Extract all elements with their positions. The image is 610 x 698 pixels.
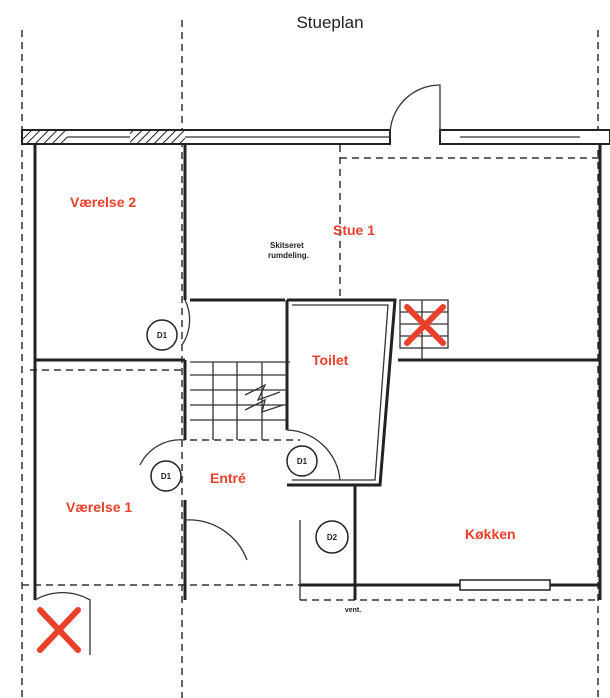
room-label-vaerelse2: Værelse 2 [70, 194, 136, 210]
partition-note-line1: Skitseret [270, 241, 304, 250]
door-tag-toilet: D1 [286, 445, 318, 477]
room-label-stue1: Stue 1 [333, 222, 375, 238]
room-label-vaerelse1: Værelse 1 [66, 499, 132, 515]
svg-text:D1: D1 [161, 472, 172, 481]
door-tag-vaerelse1: D1 [150, 460, 182, 492]
svg-text:D1: D1 [297, 457, 308, 466]
walls [21, 84, 610, 655]
vent-label: vent. [345, 607, 361, 614]
room-label-kokken: Køkken [465, 526, 516, 542]
door-tag-kitchen: D2 [315, 520, 349, 554]
svg-text:D2: D2 [327, 533, 338, 542]
red-x-mark-vaerelse1 [37, 607, 81, 653]
room-label-entre: Entré [210, 470, 246, 486]
room-label-toilet: Toilet [312, 352, 349, 368]
door-tag-vaerelse2: D1 [146, 319, 178, 351]
svg-text:D1: D1 [157, 331, 168, 340]
partition-note-line2: rumdeling. [268, 251, 309, 260]
red-x-mark-stue [404, 304, 446, 346]
plan-title: Stueplan [296, 13, 363, 32]
